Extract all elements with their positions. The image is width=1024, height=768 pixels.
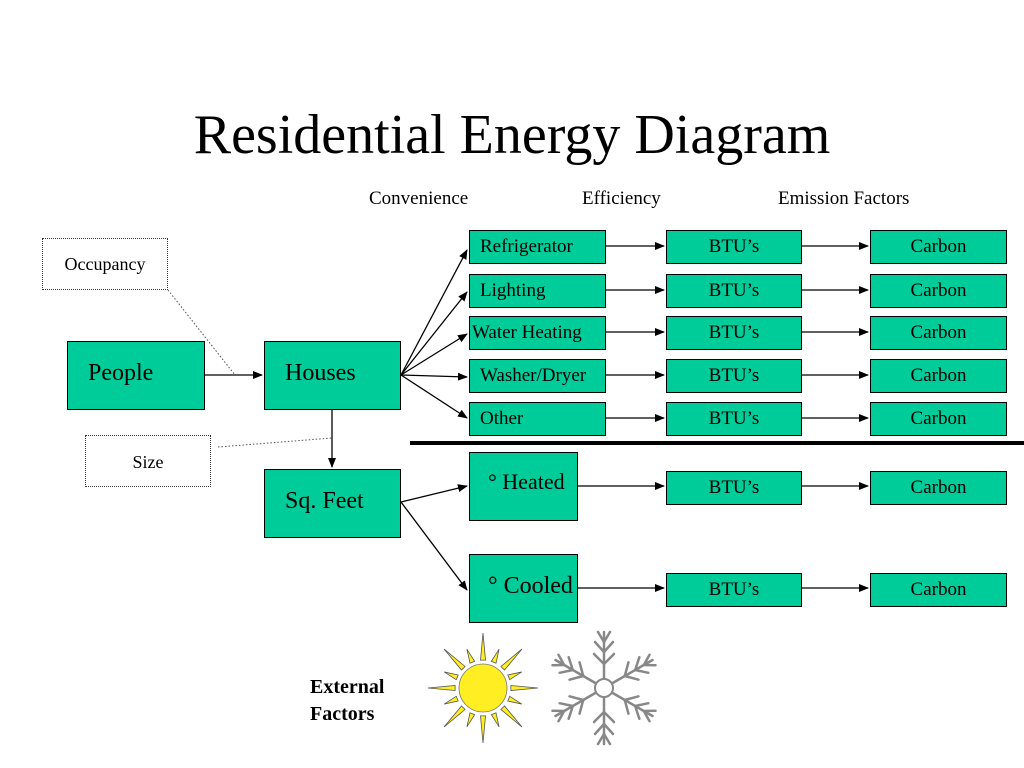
arrow-houses-washer bbox=[400, 372, 468, 381]
snowflake-icon bbox=[551, 630, 657, 746]
sun-ray bbox=[427, 685, 456, 691]
carbon-node: Carbon bbox=[870, 230, 1007, 264]
sun-ray bbox=[443, 705, 466, 728]
btu-node: BTU’s bbox=[666, 471, 802, 505]
column-header-efficiency: Efficiency bbox=[582, 188, 661, 209]
appliance-water-heating: Water Heating bbox=[469, 316, 606, 350]
arrow-sqfeet-cooled bbox=[400, 501, 468, 591]
btu-node: BTU’s bbox=[666, 402, 802, 436]
arrow-houses-other bbox=[400, 374, 468, 419]
snowflake-arm bbox=[551, 653, 597, 685]
sun-ray bbox=[510, 685, 539, 691]
sun-ray bbox=[480, 632, 486, 661]
houses-node: Houses bbox=[264, 341, 401, 410]
sun-ray bbox=[443, 695, 459, 705]
heated-node: ° Heated bbox=[469, 452, 578, 521]
snowflake-arm bbox=[551, 691, 597, 723]
arrow-houses-lighting bbox=[400, 291, 468, 376]
sun-ray bbox=[443, 671, 459, 681]
sun-ray bbox=[480, 715, 486, 744]
page-title: Residential Energy Diagram bbox=[193, 104, 831, 166]
btu-node: BTU’s bbox=[666, 359, 802, 393]
sun-ray bbox=[466, 712, 476, 728]
carbon-node: Carbon bbox=[870, 402, 1007, 436]
carbon-node: Carbon bbox=[870, 573, 1007, 607]
size-leader bbox=[217, 437, 333, 448]
people-node: People bbox=[67, 341, 205, 410]
column-header-emission: Emission Factors bbox=[778, 188, 910, 209]
appliance-washer-dryer: Washer/Dryer bbox=[469, 359, 606, 393]
carbon-node: Carbon bbox=[870, 359, 1007, 393]
sun-ray bbox=[443, 648, 466, 671]
btu-node: BTU’s bbox=[666, 316, 802, 350]
snowflake-arm bbox=[592, 696, 616, 746]
arrow-houses-refrigerator bbox=[400, 249, 468, 376]
snowflake-arm bbox=[592, 630, 616, 680]
btu-node: BTU’s bbox=[666, 573, 802, 607]
carbon-node: Carbon bbox=[870, 471, 1007, 505]
carbon-node: Carbon bbox=[870, 274, 1007, 308]
cooled-node: ° Cooled bbox=[469, 554, 578, 623]
sun-ray bbox=[490, 648, 500, 664]
appliance-lighting: Lighting bbox=[469, 274, 606, 308]
sqfeet-node: Sq. Feet bbox=[264, 469, 401, 538]
appliance-other: Other bbox=[469, 402, 606, 436]
sun-ray bbox=[500, 648, 523, 671]
external-label-line1: External bbox=[310, 676, 385, 698]
sun-ray bbox=[490, 712, 500, 728]
appliance-refrigerator: Refrigerator bbox=[469, 230, 606, 264]
occupancy-leader bbox=[167, 289, 236, 376]
occupancy-box: Occupancy bbox=[42, 238, 168, 290]
sun-icon bbox=[427, 632, 539, 744]
arrow-houses-waterheating bbox=[400, 333, 468, 376]
sun-ray bbox=[507, 695, 523, 705]
sun-ray bbox=[507, 671, 523, 681]
snowflake-arm bbox=[611, 653, 657, 685]
snowflake-arm bbox=[611, 691, 657, 723]
btu-node: BTU’s bbox=[666, 230, 802, 264]
external-factors-label: External Factors bbox=[310, 674, 384, 728]
sun-ray bbox=[500, 705, 523, 728]
sun-ray bbox=[466, 648, 476, 664]
arrow-sqfeet-heated bbox=[400, 484, 468, 503]
btu-node: BTU’s bbox=[666, 274, 802, 308]
external-label-line2: Factors bbox=[310, 703, 375, 725]
carbon-node: Carbon bbox=[870, 316, 1007, 350]
column-header-convenience: Convenience bbox=[369, 188, 469, 209]
size-box: Size bbox=[85, 435, 211, 487]
